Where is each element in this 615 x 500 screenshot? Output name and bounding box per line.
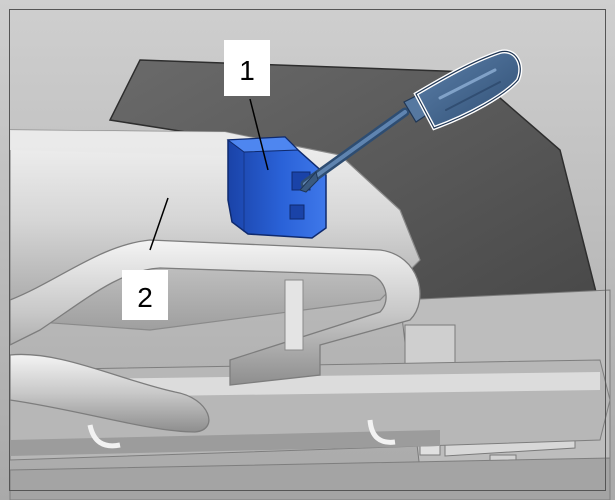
callout-1: 1 xyxy=(224,40,270,171)
callout-2-label: 2 xyxy=(137,282,153,313)
callout-1-leader xyxy=(249,98,269,171)
callout-1-label: 1 xyxy=(239,55,255,86)
retaining-clip-icon xyxy=(226,136,327,239)
callout-2-leader xyxy=(149,197,169,251)
lower-rail xyxy=(9,359,611,500)
callout-2: 2 xyxy=(122,197,169,320)
figure-border xyxy=(9,9,606,491)
callout-2-box xyxy=(122,270,168,320)
tubular-bar xyxy=(9,239,421,433)
callout-1-box xyxy=(224,40,270,96)
screwdriver-icon xyxy=(299,49,523,193)
